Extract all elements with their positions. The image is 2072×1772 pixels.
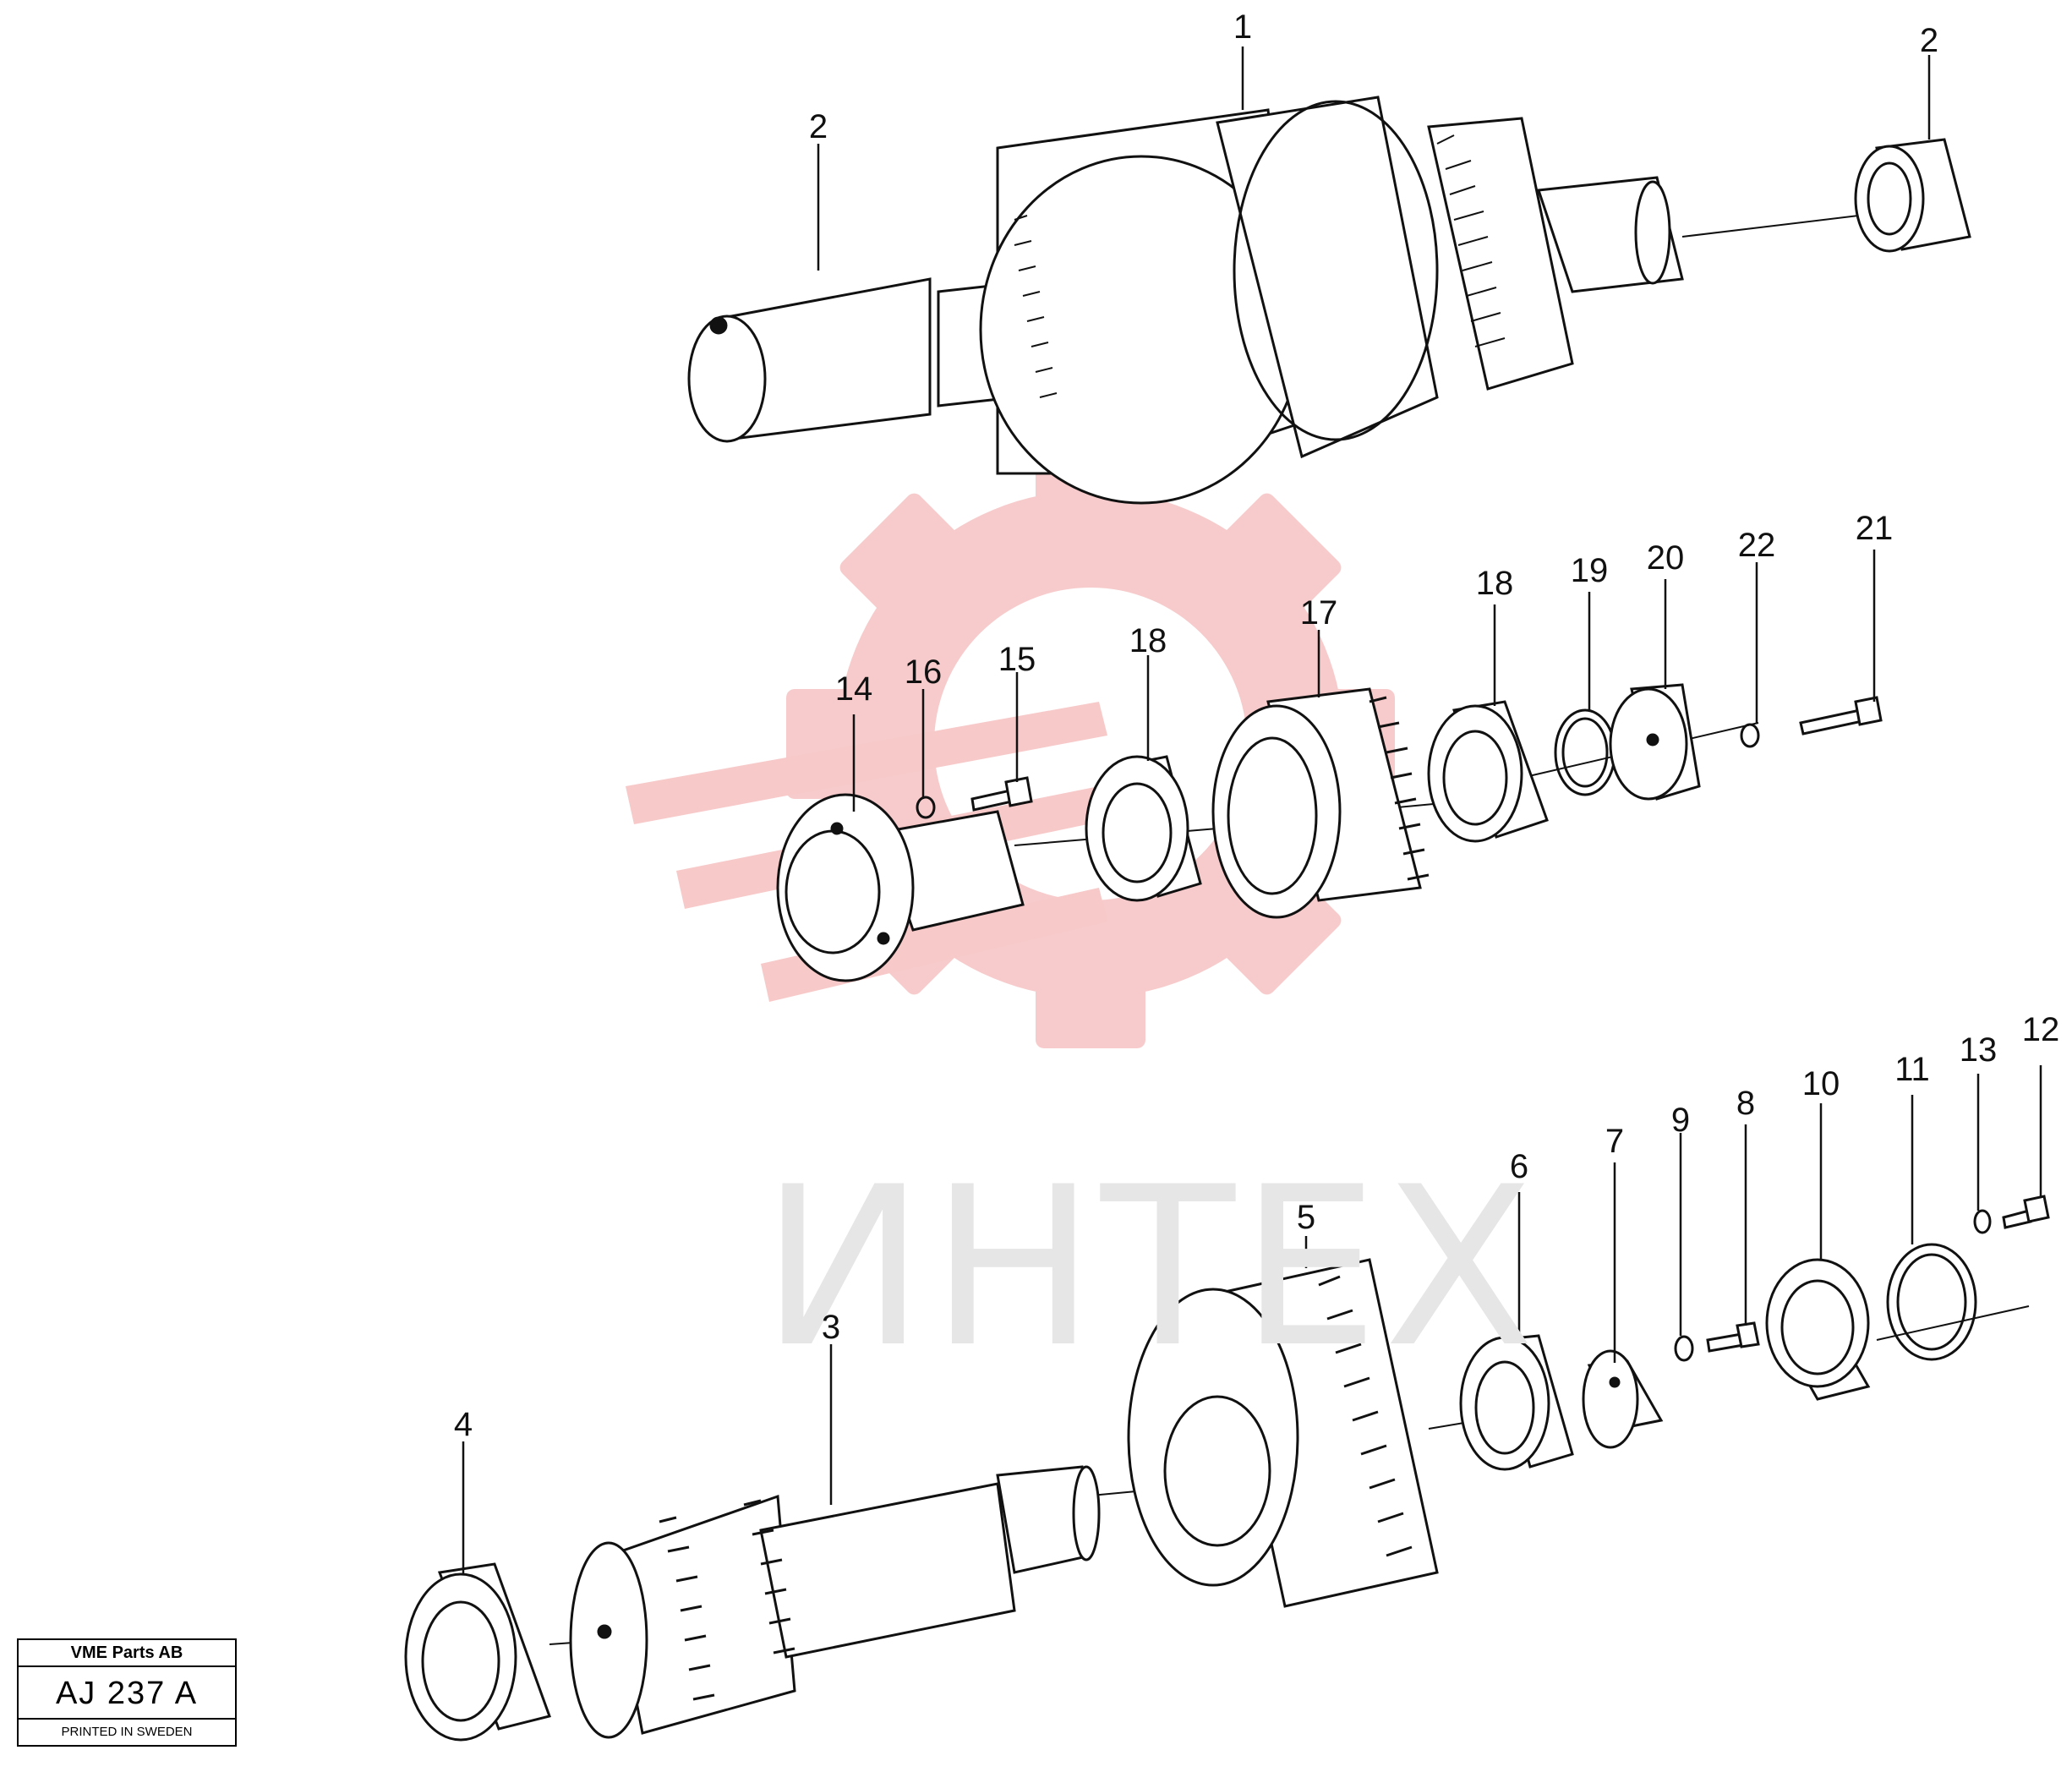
screw-21 bbox=[1799, 696, 1883, 736]
callout-18-left: 18 bbox=[1129, 622, 1167, 659]
callout-12: 12 bbox=[2021, 1011, 2060, 1048]
washer-13 bbox=[1973, 1209, 1992, 1234]
gear-5 bbox=[1127, 1258, 1439, 1608]
callout-14: 14 bbox=[834, 670, 873, 708]
callout-7: 7 bbox=[1605, 1123, 1625, 1160]
cap-7 bbox=[1582, 1349, 1664, 1449]
washer-9 bbox=[1674, 1335, 1694, 1362]
callout-5: 5 bbox=[1296, 1199, 1316, 1236]
callout-20: 20 bbox=[1646, 539, 1685, 577]
main-shaft-assembly bbox=[687, 96, 1684, 505]
drawing-code: AJ 237 A bbox=[19, 1669, 235, 1720]
bearing-18b bbox=[1427, 700, 1549, 843]
callout-18-right: 18 bbox=[1475, 565, 1514, 602]
bearing-4 bbox=[404, 1562, 551, 1742]
callout-9: 9 bbox=[1670, 1102, 1691, 1139]
callout-2-left: 2 bbox=[808, 108, 828, 145]
callout-13: 13 bbox=[1959, 1031, 1998, 1069]
callout-8: 8 bbox=[1736, 1085, 1756, 1122]
reference-block: VME Parts AB AJ 237 A PRINTED IN SWEDEN bbox=[17, 1638, 237, 1747]
leader-lines bbox=[462, 46, 2042, 1574]
bearing-18a bbox=[1085, 755, 1202, 902]
gear-17 bbox=[1211, 687, 1430, 919]
bearing-2 bbox=[1854, 138, 1971, 253]
ring-19 bbox=[1554, 708, 1616, 796]
washer-16 bbox=[916, 796, 936, 819]
washer-22 bbox=[1740, 723, 1760, 748]
callout-4: 4 bbox=[453, 1406, 473, 1443]
callout-3: 3 bbox=[821, 1309, 841, 1346]
screw-15 bbox=[970, 776, 1033, 812]
callout-22: 22 bbox=[1737, 527, 1776, 564]
callout-21: 21 bbox=[1855, 510, 1894, 547]
callout-17: 17 bbox=[1299, 594, 1338, 632]
callout-16: 16 bbox=[904, 654, 943, 691]
gear-teeth bbox=[1014, 134, 1506, 398]
company-name: VME Parts AB bbox=[19, 1640, 235, 1667]
callout-2-right: 2 bbox=[1919, 22, 1939, 59]
watermark-text: ИНТЕХ bbox=[761, 1140, 1540, 1396]
callout-10: 10 bbox=[1801, 1065, 1840, 1102]
ring-11 bbox=[1886, 1243, 1977, 1361]
callout-6: 6 bbox=[1509, 1148, 1529, 1185]
countershaft-3 bbox=[569, 1465, 1101, 1739]
bearing-6 bbox=[1459, 1334, 1574, 1471]
screw-8 bbox=[1706, 1321, 1760, 1353]
printed-note: PRINTED IN SWEDEN bbox=[61, 1725, 193, 1739]
screw-12 bbox=[2002, 1195, 2050, 1229]
cap-20 bbox=[1609, 683, 1701, 801]
flange-14 bbox=[776, 793, 1025, 982]
callout-11: 11 bbox=[1894, 1051, 1930, 1088]
seal-10 bbox=[1765, 1258, 1871, 1401]
callout-1: 1 bbox=[1233, 8, 1253, 46]
callout-15: 15 bbox=[998, 641, 1036, 678]
callout-19: 19 bbox=[1570, 552, 1609, 589]
